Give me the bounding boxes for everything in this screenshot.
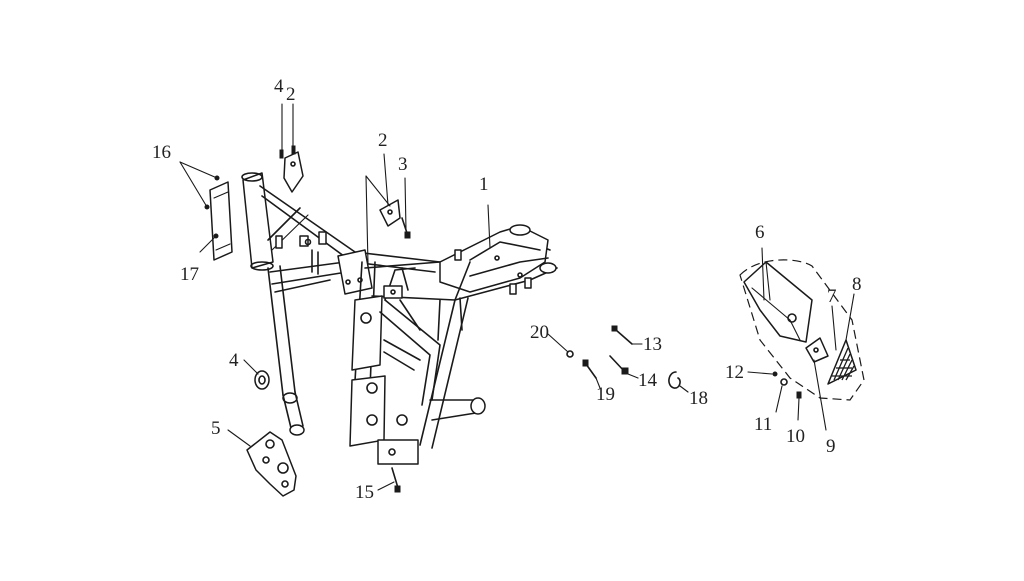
part-19-bolt [582,359,597,379]
part-8-reflector [827,339,857,385]
callout-4-upper: 4 [274,76,284,97]
callout-12: 12 [725,362,744,383]
callout-16: 16 [152,142,171,163]
callout-15: 15 [355,482,374,503]
leader-lines [179,103,855,491]
part-13-pin [611,325,633,345]
part-11-washer [780,378,788,386]
callout-14: 14 [638,370,658,391]
callout-7: 7 [827,286,837,307]
callout-labels: 1 2 2 3 4 4 5 6 7 8 9 10 11 12 13 14 15 … [152,76,862,503]
spine-plate [337,249,373,295]
part-9-bracket [805,337,829,363]
callout-20: 20 [530,322,549,343]
part-12-nut [772,371,778,377]
callout-6: 6 [755,222,765,243]
callout-1: 1 [479,174,489,195]
callout-18: 18 [689,388,708,409]
main-frame [241,172,558,465]
part-6-cover [739,259,865,401]
callout-2-upper: 2 [286,84,296,105]
callout-9: 9 [826,436,836,457]
callout-8: 8 [852,274,862,295]
callout-10: 10 [786,426,805,447]
callout-19: 19 [596,384,615,405]
part-17-plate [209,181,233,261]
callout-11: 11 [754,414,772,435]
part-5-plate [246,431,297,497]
part-20-washer [566,350,574,358]
rear-subframe [439,225,549,293]
part-14-bolt [609,355,629,375]
part-2-upper-bracket [279,145,304,193]
part-15-bolt [391,467,401,493]
callout-17: 17 [180,264,199,285]
callout-3: 3 [398,154,408,175]
callout-13: 13 [643,334,662,355]
part-2-mid-bracket [379,199,401,227]
callout-5: 5 [211,418,221,439]
steering-head-tube [242,172,274,269]
part-3-bolt [401,217,411,239]
callout-2-mid: 2 [378,130,388,151]
part-18-clip [668,371,681,389]
part-10-screw [796,391,802,399]
callout-4-lower: 4 [229,350,239,371]
part-4-bushing [254,370,270,390]
